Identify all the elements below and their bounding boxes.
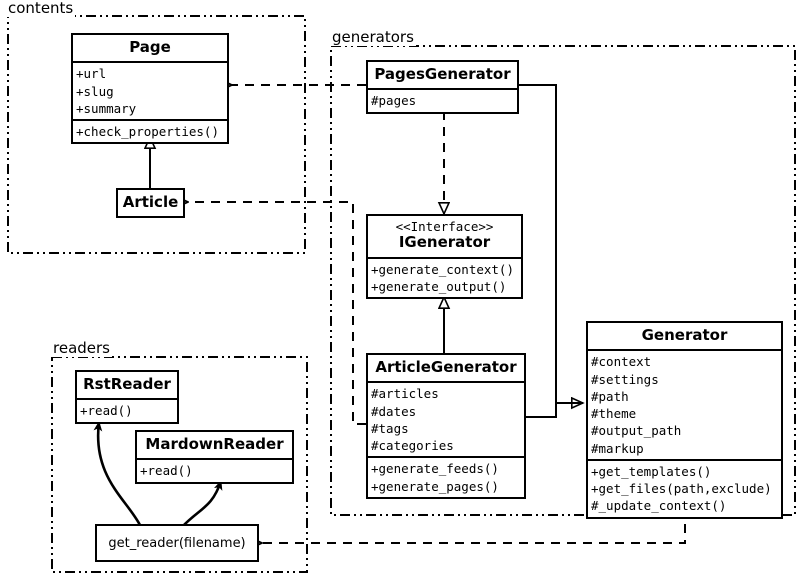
operation-row: +generate_feeds() bbox=[371, 461, 499, 477]
class-attributes-pages-generator: #pages bbox=[368, 88, 517, 111]
class-box-generator[interactable]: Generator #context #settings #path #them… bbox=[586, 321, 783, 519]
edge-get-reader-creates-mardownreader bbox=[181, 480, 223, 528]
attribute-row: #dates bbox=[371, 403, 417, 419]
operation-row: +generate_output() bbox=[371, 278, 507, 294]
attribute-row: #tags bbox=[371, 420, 409, 436]
class-name-igenerator: <<Interface>> IGenerator bbox=[368, 216, 521, 257]
edge-articlegenerator-inherits-generator bbox=[526, 402, 583, 418]
package-label-generators: generators bbox=[330, 28, 416, 46]
attribute-row: +url bbox=[76, 66, 107, 82]
attribute-row: +slug bbox=[76, 83, 114, 99]
class-operations-generator: +get_templates() +get_files(path,exclude… bbox=[588, 458, 781, 517]
class-name-rst-reader: RstReader bbox=[83, 375, 171, 393]
class-operations-article-generator: +generate_feeds() +generate_pages() bbox=[368, 456, 524, 497]
attribute-row: #categories bbox=[371, 438, 454, 453]
attribute-row: +summary bbox=[76, 100, 137, 116]
attribute-row: #path bbox=[591, 388, 629, 404]
attribute-row: #articles bbox=[371, 386, 439, 402]
class-name-article-generator: ArticleGenerator bbox=[375, 358, 517, 376]
function-box-get-reader[interactable]: get_reader(filename) bbox=[95, 524, 259, 562]
operation-row: +generate_context() bbox=[371, 261, 514, 277]
attribute-row: #theme bbox=[591, 406, 637, 421]
class-box-mardown-reader[interactable]: MardownReader +read() bbox=[135, 430, 294, 484]
attribute-row: #pages bbox=[371, 93, 417, 109]
class-name-pages-generator: PagesGenerator bbox=[374, 65, 511, 83]
attribute-row: #context bbox=[591, 354, 652, 370]
attribute-row: #output_path bbox=[591, 423, 682, 439]
function-label-get-reader: get_reader(filename) bbox=[108, 535, 246, 551]
operation-row: +read() bbox=[80, 403, 133, 419]
edge-pagesgenerator-inherits-generator bbox=[519, 84, 583, 403]
operation-row: +get_files(path,exclude) bbox=[591, 481, 772, 496]
operation-row: #_update_context() bbox=[591, 498, 727, 514]
class-name-text-igenerator: IGenerator bbox=[398, 233, 491, 252]
class-box-igenerator[interactable]: <<Interface>> IGenerator +generate_conte… bbox=[366, 214, 523, 300]
operation-row: +read() bbox=[140, 463, 193, 479]
class-operations-mardown-reader: +read() bbox=[137, 458, 292, 481]
edge-articlegenerator-uses-article bbox=[188, 202, 366, 425]
class-stereotype-igenerator: <<Interface>> bbox=[395, 219, 494, 234]
package-label-readers: readers bbox=[51, 339, 112, 357]
attribute-row: #settings bbox=[591, 371, 659, 387]
class-operations-page: +check_properties() bbox=[73, 119, 227, 142]
operation-row: +get_templates() bbox=[591, 463, 712, 479]
class-box-article-generator[interactable]: ArticleGenerator #articles #dates #tags … bbox=[366, 353, 526, 499]
class-name-mardown-reader: MardownReader bbox=[145, 435, 284, 453]
class-box-article[interactable]: Article bbox=[116, 188, 185, 219]
class-operations-igenerator: +generate_context() +generate_output() bbox=[368, 256, 521, 298]
class-name-page: Page bbox=[129, 38, 171, 56]
class-operations-rst-reader: +read() bbox=[77, 398, 177, 421]
class-attributes-page: +url +slug +summary bbox=[73, 61, 227, 119]
class-name-article: Article bbox=[122, 193, 179, 211]
class-name-generator: Generator bbox=[641, 326, 728, 344]
class-attributes-article-generator: #articles #dates #tags #categories bbox=[368, 381, 524, 456]
package-label-contents: contents bbox=[6, 0, 76, 17]
operation-row: +check_properties() bbox=[76, 124, 219, 139]
class-attributes-generator: #context #settings #path #theme #output_… bbox=[588, 349, 781, 459]
class-box-rst-reader[interactable]: RstReader +read() bbox=[75, 370, 179, 424]
class-box-page[interactable]: Page +url +slug +summary +check_properti… bbox=[71, 33, 229, 145]
class-box-pages-generator[interactable]: PagesGenerator #pages bbox=[366, 60, 519, 114]
operation-row: +generate_pages() bbox=[371, 478, 499, 494]
attribute-row: #markup bbox=[591, 440, 644, 456]
